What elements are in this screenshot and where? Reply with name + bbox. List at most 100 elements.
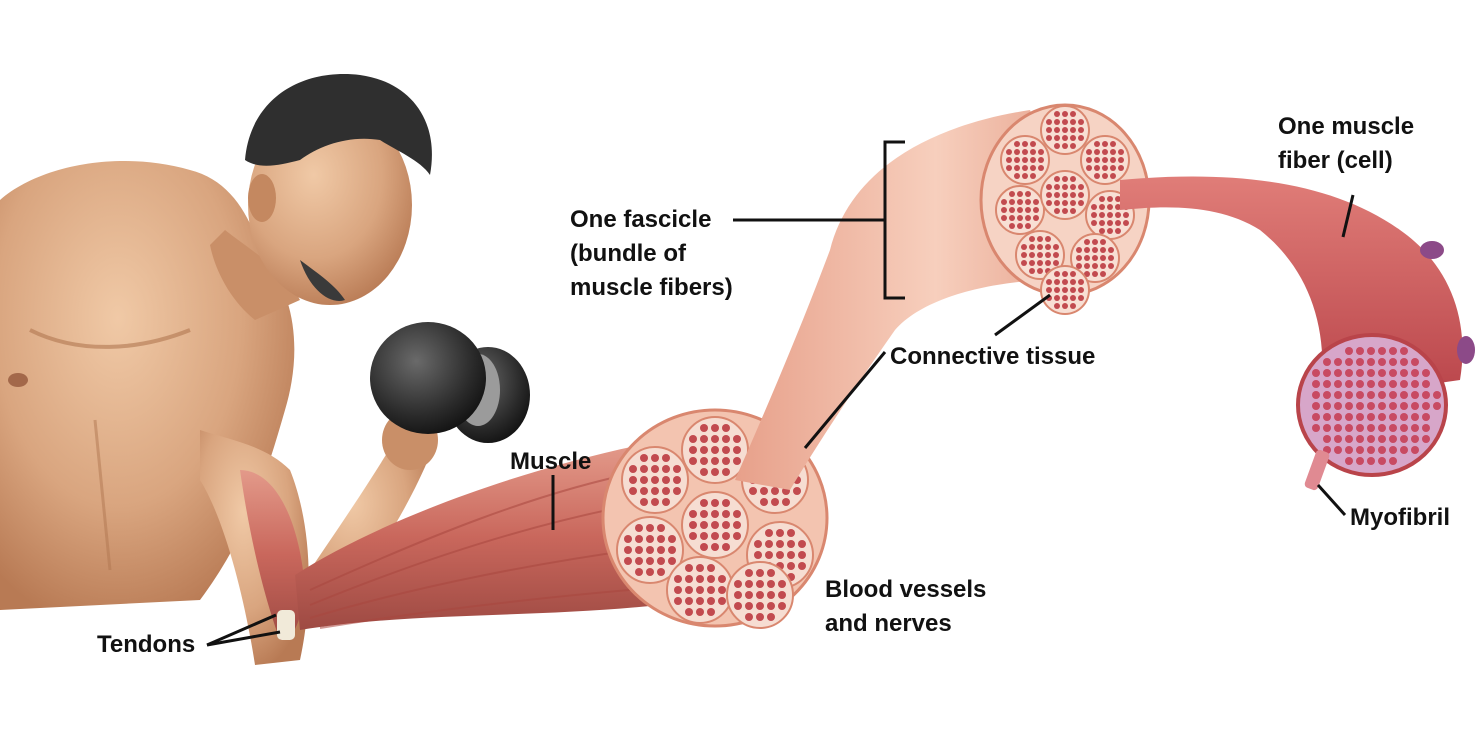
fiber-dot: [696, 586, 704, 594]
fiber-dot: [722, 543, 730, 551]
fiber-dot: [1115, 212, 1121, 218]
fiber-dot: [1046, 135, 1052, 141]
myofibril-dot: [1356, 347, 1364, 355]
fiber-dot: [1084, 247, 1090, 253]
fiber-dot: [1110, 165, 1116, 171]
dumbbell: [370, 322, 530, 443]
fiber-dot: [1078, 184, 1084, 190]
fiber-dot: [646, 524, 654, 532]
fiber-dot: [1078, 119, 1084, 125]
fiber-dot: [1100, 255, 1106, 261]
myofibril-dot: [1323, 402, 1331, 410]
myofibril-dot: [1345, 446, 1353, 454]
fiber-dot: [1025, 199, 1031, 205]
myofibril-dot: [1378, 369, 1386, 377]
myofibril-dot: [1378, 402, 1386, 410]
fiber-dot: [1118, 157, 1124, 163]
fiber-dot: [734, 580, 742, 588]
fiber-nucleus: [1420, 241, 1444, 259]
fiber-dot: [707, 586, 715, 594]
myofibril-dot: [1400, 413, 1408, 421]
myofibril-dot: [1312, 413, 1320, 421]
myofibril-dot: [1422, 413, 1430, 421]
label-blood-vessels: Blood vessels and nerves: [825, 576, 987, 637]
fiber-dot: [1021, 260, 1027, 266]
fiber-dot: [767, 580, 775, 588]
myofibril-dot: [1323, 358, 1331, 366]
fiber-dot: [733, 457, 741, 465]
fiber-dot: [776, 551, 784, 559]
fiber-dot: [1037, 252, 1043, 258]
myofibril-dot: [1367, 413, 1375, 421]
fiber-nucleus: [1457, 336, 1475, 364]
fiber-dot: [1099, 212, 1105, 218]
fiber-dot: [765, 540, 773, 548]
myofibril-dot: [1356, 391, 1364, 399]
chest-line: [29, 328, 191, 349]
myofibril-dot: [1312, 424, 1320, 432]
fiber-dot: [1017, 223, 1023, 229]
fiber-dot: [629, 487, 637, 495]
fiber-dot: [635, 524, 643, 532]
myofibril-dot: [1356, 369, 1364, 377]
fiber-dot: [733, 446, 741, 454]
fiber-dot: [662, 476, 670, 484]
fiber-dot: [1092, 255, 1098, 261]
fiber-dot: [629, 476, 637, 484]
fiber-dot: [1054, 127, 1060, 133]
myofibril-dots: [1312, 347, 1441, 465]
fiber-dot: [700, 435, 708, 443]
fiber-dot: [1108, 247, 1114, 253]
fiber-dot: [1037, 244, 1043, 250]
fiber-dot: [1092, 263, 1098, 269]
fiber-dot: [689, 521, 697, 529]
fiber-dot: [1033, 199, 1039, 205]
fiber-dot: [1078, 279, 1084, 285]
fiber-dot: [1001, 215, 1007, 221]
fiber-dot: [1054, 200, 1060, 206]
myofibril-dot: [1389, 413, 1397, 421]
fiber-dot: [1062, 271, 1068, 277]
fiber-dot: [1046, 119, 1052, 125]
fiber-dot: [1054, 111, 1060, 117]
fiber-dot: [1062, 192, 1068, 198]
myofibril-dot: [1411, 358, 1419, 366]
fiber-dot: [1022, 165, 1028, 171]
fiber-dot: [1100, 239, 1106, 245]
myofibril-dot: [1356, 358, 1364, 366]
fiber-dot: [1062, 287, 1068, 293]
leader-lines: [206, 140, 1355, 647]
myofibril-dot: [1422, 435, 1430, 443]
fiber-dot: [1108, 263, 1114, 269]
fiber-dot: [1054, 279, 1060, 285]
fiber-dot: [1107, 196, 1113, 202]
myofibril-dot: [1400, 369, 1408, 377]
fiber-dot: [1100, 247, 1106, 253]
cross-section-fascicles: [616, 416, 814, 629]
fiber-dot: [1078, 287, 1084, 293]
myofibril-leader: [1316, 483, 1347, 517]
fiber-dot: [1110, 149, 1116, 155]
fiber-dot: [1086, 165, 1092, 171]
fiber-dot: [1054, 192, 1060, 198]
myofibril-dot: [1367, 435, 1375, 443]
fiber-dot: [1037, 268, 1043, 274]
fiber-dot: [1062, 176, 1068, 182]
myofibril-dot: [1334, 413, 1342, 421]
fiber-dot: [635, 568, 643, 576]
myofibril-dot: [1345, 424, 1353, 432]
fiber-dot: [700, 468, 708, 476]
fiber-dot: [1107, 228, 1113, 234]
biceps-muscle: [240, 470, 305, 640]
fiber-dot: [646, 568, 654, 576]
fiber-dot: [754, 551, 762, 559]
fiber-dot: [1115, 204, 1121, 210]
fiber-dot: [1094, 157, 1100, 163]
connective-leader-bottom: [803, 351, 887, 449]
fiber-dot: [1054, 295, 1060, 301]
fiber-dot: [685, 597, 693, 605]
fiber-dot: [1102, 141, 1108, 147]
fiber-dot: [685, 575, 693, 583]
label-myofibril: Myofibril: [1350, 504, 1450, 531]
fiber-dot: [1070, 271, 1076, 277]
